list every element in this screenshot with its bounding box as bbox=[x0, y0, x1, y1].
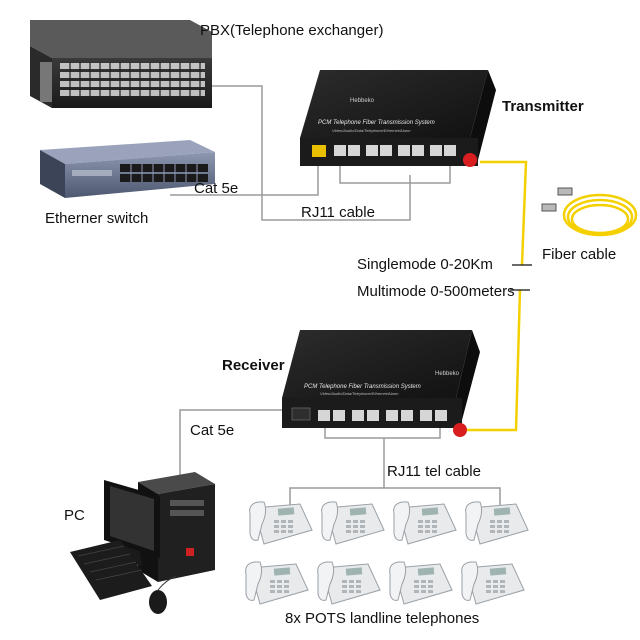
transmitter-device: Hebbeko PCM Telephone Fiber Transmission… bbox=[300, 70, 496, 167]
receiver-subtitle: Video/Audio/Data/Telephone/Ethernet/Alar… bbox=[320, 391, 399, 396]
pbx-device bbox=[30, 20, 212, 108]
cat5e-top-label: Cat 5e bbox=[194, 180, 239, 197]
multimode-label: Multimode 0-500meters bbox=[357, 283, 515, 300]
fiber-cable-coil bbox=[541, 187, 638, 237]
receiver-title: PCM Telephone Fiber Transmission System bbox=[304, 384, 421, 390]
cat5e-top-line bbox=[170, 160, 319, 196]
telephone bbox=[461, 561, 525, 605]
cat5e-bottom-label: Cat 5e bbox=[190, 422, 235, 439]
telephone bbox=[321, 501, 385, 545]
transmitter-title: PCM Telephone Fiber Transmission System bbox=[318, 120, 435, 126]
pc-workstation bbox=[70, 472, 215, 614]
rj11-tel-cable-label: RJ11 tel cable bbox=[387, 463, 481, 480]
receiver-fc-connector bbox=[453, 423, 467, 437]
cat5e-bottom-line bbox=[179, 409, 290, 478]
telephones-group bbox=[245, 501, 529, 605]
cables bbox=[170, 85, 501, 508]
receiver-label: Receiver bbox=[222, 357, 285, 374]
fiber-cable-label: Fiber cable bbox=[542, 246, 617, 263]
telephone bbox=[465, 501, 529, 545]
pbx-label: PBX(Telephone exchanger) bbox=[200, 22, 384, 39]
ethernet-switch-device bbox=[40, 140, 215, 198]
telephone bbox=[393, 501, 457, 545]
pbx-port-grid bbox=[60, 63, 205, 96]
telephone bbox=[317, 561, 381, 605]
rj11-cable-label: RJ11 cable bbox=[301, 204, 375, 221]
transmitter-subtitle: Video/Audio/Data/Telephone/Ethernet/Alar… bbox=[332, 128, 411, 133]
transmitter-rj11-ports bbox=[334, 145, 456, 156]
rj11-bus-line bbox=[339, 165, 451, 184]
receiver-rj11-ports bbox=[318, 410, 447, 421]
pc-label: PC bbox=[64, 507, 85, 524]
transmitter-label: Transmitter bbox=[502, 98, 584, 115]
rj11-rx-bus-line bbox=[324, 425, 441, 439]
rj11-cable-line bbox=[212, 85, 411, 221]
telephones-label: 8x POTS landline telephones bbox=[285, 610, 480, 627]
telephone bbox=[249, 501, 313, 545]
singlemode-label: Singlemode 0-20Km bbox=[357, 256, 493, 273]
transmitter-brand: Hebbeko bbox=[350, 98, 375, 104]
telephone bbox=[389, 561, 453, 605]
fiber-link bbox=[466, 160, 532, 432]
rj11-tel-bus bbox=[289, 487, 501, 508]
transmitter-fc-connector bbox=[463, 153, 477, 167]
receiver-brand: Hebbeko bbox=[435, 371, 460, 377]
transmitter-ethernet-port bbox=[312, 145, 326, 157]
telephone bbox=[245, 561, 309, 605]
ethernet-switch-label: Etherner switch bbox=[45, 210, 149, 227]
receiver-device: Hebbeko PCM Telephone Fiber Transmission… bbox=[282, 330, 480, 437]
receiver-ethernet-port bbox=[291, 407, 311, 421]
